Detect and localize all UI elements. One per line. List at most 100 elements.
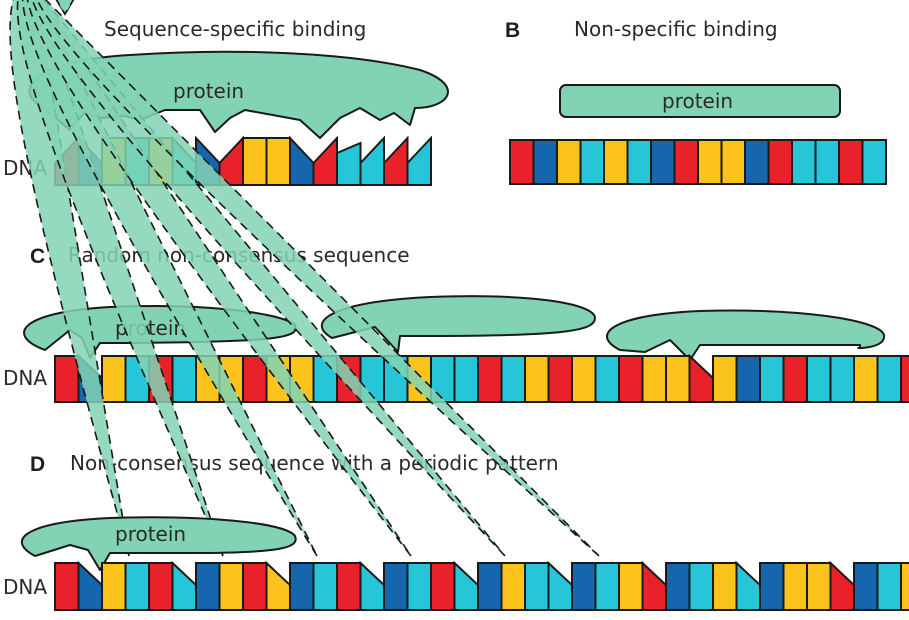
dna-base-d-31-blue xyxy=(759,562,785,611)
dna-base-c-3-yellow xyxy=(101,355,127,403)
ghost-protein-4 xyxy=(26,0,412,557)
dna-base-d-25-yellow xyxy=(618,562,644,611)
dna-base-d-4-cyan xyxy=(124,562,150,611)
dna-base-c-26-yellow xyxy=(641,355,667,403)
dna-base-d-3-yellow xyxy=(101,562,127,611)
protein-shape-b xyxy=(559,84,841,118)
dna-base-d-24-cyan xyxy=(594,562,620,611)
dna-base-d-6-cyan xyxy=(171,560,197,611)
dna-base-b-7-blue xyxy=(650,139,676,185)
dna-base-d-13-red xyxy=(336,562,362,611)
dna-base-b-9-yellow xyxy=(697,139,723,185)
panel-d-protein: protein xyxy=(20,516,297,571)
dna-base-c-24-cyan xyxy=(594,355,620,403)
dna-base-a-12-red xyxy=(312,135,338,186)
dna-base-c-35-yellow xyxy=(853,355,879,403)
panel-a-protein-label: protein xyxy=(173,79,244,103)
dna-base-b-14-cyan xyxy=(814,139,840,185)
ghost-protein-3 xyxy=(22,0,318,557)
panel-d-dna-label: DNA xyxy=(3,575,47,599)
dna-base-c-29-yellow xyxy=(712,355,738,403)
dna-strand-c xyxy=(54,353,909,403)
dna-base-b-5-yellow xyxy=(603,139,629,185)
dna-base-c-37-red xyxy=(900,355,909,403)
dna-base-c-33-cyan xyxy=(806,355,832,403)
panel-d-protein-label: protein xyxy=(115,522,186,546)
dna-base-d-10-yellow xyxy=(265,560,291,611)
dna-base-d-35-blue xyxy=(853,562,879,611)
dna-base-d-7-blue xyxy=(195,562,221,611)
dna-base-b-10-yellow xyxy=(720,139,746,185)
dna-base-d-8-yellow xyxy=(218,562,244,611)
dna-base-c-30-blue xyxy=(735,355,761,403)
panel-c-dna-label: DNA xyxy=(3,366,47,390)
dna-base-c-1-red xyxy=(54,355,80,403)
ghost-protein-2 xyxy=(16,0,224,557)
dna-base-c-6-cyan xyxy=(171,355,197,403)
dna-base-b-8-red xyxy=(673,139,699,185)
panel-d-ghost-proteins xyxy=(9,0,600,557)
dna-base-c-23-yellow xyxy=(571,355,597,403)
dna-base-d-29-yellow xyxy=(712,562,738,611)
dna-base-c-25-red xyxy=(618,355,644,403)
panel-c-proteins: protein xyxy=(23,295,885,361)
dna-base-c-20-cyan xyxy=(500,355,526,403)
dna-base-d-32-yellow xyxy=(782,562,808,611)
dna-base-d-23-blue xyxy=(571,562,597,611)
dna-base-d-2-blue xyxy=(77,560,103,611)
dna-base-b-4-cyan xyxy=(579,139,605,185)
dna-strand-d xyxy=(54,560,909,611)
dna-base-d-28-cyan xyxy=(688,562,714,611)
panel-d-title: Non-consensus sequence with a periodic p… xyxy=(70,451,559,475)
dna-base-b-1-red xyxy=(509,139,535,185)
dna-base-d-12-cyan xyxy=(312,562,338,611)
protein-shape-d xyxy=(20,516,297,571)
dna-base-c-32-red xyxy=(782,355,808,403)
dna-base-b-13-cyan xyxy=(791,139,817,185)
ghost-protein-1 xyxy=(9,0,130,557)
dna-base-a-15-red xyxy=(383,135,409,186)
dna-base-c-28-red xyxy=(688,353,714,403)
ghost-protein-6 xyxy=(36,0,600,557)
dna-base-d-17-red xyxy=(430,562,456,611)
dna-base-b-6-cyan xyxy=(626,139,652,185)
panel-b-title: Non-specific binding xyxy=(574,17,778,41)
dna-base-c-27-yellow xyxy=(665,355,691,403)
dna-base-d-16-cyan xyxy=(406,562,432,611)
dna-base-b-15-red xyxy=(838,139,864,185)
dna-base-d-27-blue xyxy=(665,562,691,611)
dna-base-b-12-red xyxy=(767,139,793,185)
dna-base-c-22-red xyxy=(547,355,573,403)
dna-base-b-3-yellow xyxy=(556,139,582,185)
panel-d-letter: D xyxy=(30,453,45,476)
panel-b-protein-label: protein xyxy=(662,89,733,113)
dna-base-d-21-cyan xyxy=(524,562,550,611)
dna-base-d-15-blue xyxy=(383,562,409,611)
dna-base-d-11-blue xyxy=(289,562,315,611)
dna-base-c-34-cyan xyxy=(829,355,855,403)
panel-b-protein: protein xyxy=(559,84,841,118)
dna-base-d-9-red xyxy=(242,562,268,611)
dna-strand-b xyxy=(509,139,887,185)
panel-d: D Non-consensus sequence with a periodic… xyxy=(3,0,909,611)
dna-base-a-11-blue xyxy=(289,135,315,186)
dna-base-a-16-cyan xyxy=(406,135,432,186)
dna-base-c-31-cyan xyxy=(759,355,785,403)
dna-base-d-18-cyan xyxy=(453,560,479,611)
dna-base-c-21-yellow xyxy=(524,355,550,403)
panel-b-letter: B xyxy=(505,19,520,42)
dna-base-d-36-cyan xyxy=(876,562,902,611)
dna-base-d-22-cyan xyxy=(547,560,573,611)
dna-base-d-37-yellow xyxy=(900,562,909,611)
dna-base-a-10-yellow xyxy=(265,137,291,186)
dna-base-d-14-cyan xyxy=(359,560,385,611)
dna-base-a-8-red xyxy=(218,135,244,186)
dna-base-d-26-red xyxy=(641,560,667,611)
panel-c-letter: C xyxy=(30,245,45,268)
dna-base-c-18-cyan xyxy=(453,355,479,403)
panel-a-title: Sequence-specific binding xyxy=(104,17,366,41)
dna-base-b-2-blue xyxy=(532,139,558,185)
dna-base-b-11-blue xyxy=(744,139,770,185)
dna-base-d-33-yellow xyxy=(806,562,832,611)
